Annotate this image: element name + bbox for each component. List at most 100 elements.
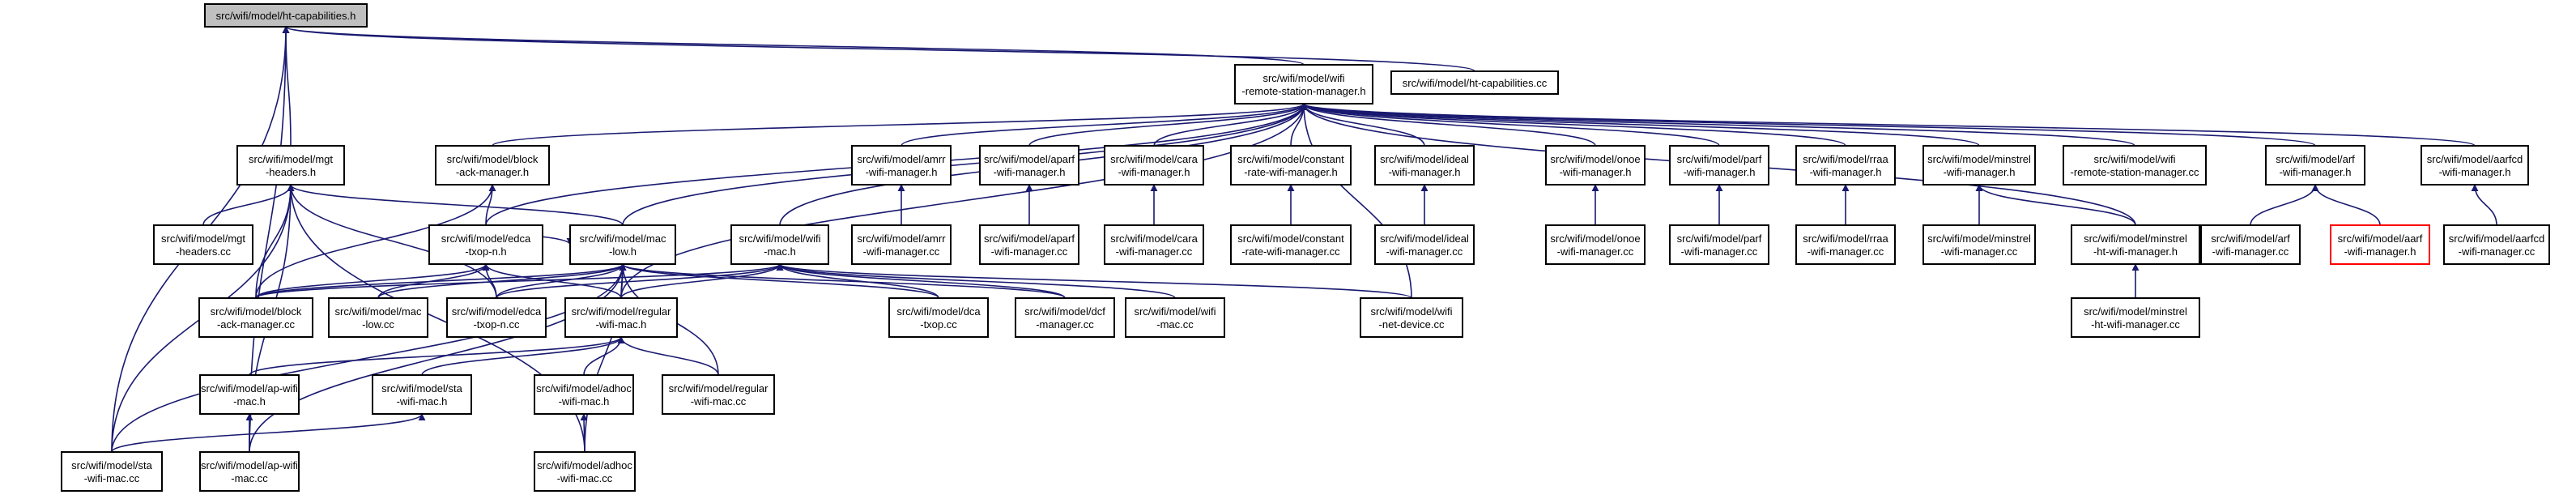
node-mac-low-h[interactable]: src/wifi/model/mac-low.h	[569, 224, 676, 265]
node-label-line: -remote-station-manager.cc	[2071, 166, 2199, 178]
node-label-line: -wifi-manager.cc	[2459, 245, 2536, 258]
node-label-line: src/wifi/model/ht-capabilities.cc	[1403, 77, 1548, 89]
node-label-line: -txop-n.cc	[473, 318, 520, 331]
node-block-ack-cc[interactable]: src/wifi/model/block-ack-manager.cc	[198, 297, 313, 338]
dependency-edge-ht_cap_cc-to-ht_cap_h	[282, 26, 1475, 72]
node-label-line: src/wifi/model/aarfcd	[2427, 153, 2523, 165]
node-mgt-cc[interactable]: src/wifi/model/mgt-headers.cc	[153, 224, 253, 265]
node-onoe-h[interactable]: src/wifi/model/onoe-wifi-manager.h	[1545, 145, 1646, 186]
node-label-line: src/wifi/model/wifi	[1134, 305, 1216, 318]
node-rsm-cc[interactable]: src/wifi/model/wifi-remote-station-manag…	[2063, 145, 2207, 186]
node-onoe-cc[interactable]: src/wifi/model/onoe-wifi-manager.cc	[1545, 224, 1646, 265]
node-label-line: src/wifi/model/dca	[896, 305, 981, 318]
node-label-line: src/wifi/model/aarfcd	[2449, 232, 2544, 245]
node-box	[2265, 145, 2365, 186]
node-aparf-cc[interactable]: src/wifi/model/aparf-wifi-manager.cc	[979, 224, 1079, 265]
dependency-edge-mac_low_h-to-mgt_h	[287, 184, 624, 226]
node-label-line: -wifi-manager.cc	[1557, 245, 1634, 258]
node-sta-cc[interactable]: src/wifi/model/sta-wifi-mac.cc	[61, 451, 163, 492]
node-constant-h[interactable]: src/wifi/model/constant-rate-wifi-manage…	[1230, 145, 1352, 186]
node-regular-cc[interactable]: src/wifi/model/regular-wifi-mac.cc	[662, 374, 775, 415]
node-label-line: src/wifi/model/dcf	[1024, 305, 1105, 318]
node-label-line: src/wifi/model/edca	[452, 305, 542, 318]
dependency-edge-wifi_mac_cc-to-wifi_mac_h	[776, 263, 1176, 299]
node-box	[979, 224, 1079, 265]
node-ideal-cc[interactable]: src/wifi/model/ideal-wifi-manager.cc	[1374, 224, 1475, 265]
node-ap-cc[interactable]: src/wifi/model/ap-wifi-mac.cc	[199, 451, 300, 492]
node-box	[888, 297, 989, 338]
node-adhoc-cc[interactable]: src/wifi/model/adhoc-wifi-mac.cc	[534, 451, 636, 492]
node-cara-h[interactable]: src/wifi/model/cara-wifi-manager.h	[1104, 145, 1204, 186]
node-box	[1545, 224, 1646, 265]
node-label-line: -wifi-mac.h	[596, 318, 647, 331]
node-label-line: src/wifi/model/amrr	[857, 232, 946, 245]
node-regular-h[interactable]: src/wifi/model/regular-wifi-mac.h	[564, 297, 678, 338]
node-box	[204, 3, 368, 28]
node-amrr-h[interactable]: src/wifi/model/amrr-wifi-manager.h	[851, 145, 952, 186]
node-label-line: src/wifi/model/aparf	[984, 232, 1075, 245]
node-label-line: -wifi-manager.h	[1684, 166, 1756, 178]
node-label-line: src/wifi/model/wifi	[1262, 72, 1344, 84]
node-parf-cc[interactable]: src/wifi/model/parf-wifi-manager.cc	[1669, 224, 1769, 265]
node-mac-low-cc[interactable]: src/wifi/model/mac-low.cc	[328, 297, 428, 338]
node-wifi-mac-cc[interactable]: src/wifi/model/wifi-mac.cc	[1125, 297, 1225, 338]
node-label-line: src/wifi/model/wifi	[1370, 305, 1452, 318]
node-label-line: src/wifi/model/minstrel	[1927, 153, 2031, 165]
node-box	[569, 224, 676, 265]
dependency-edge-minstrel_h-to-rsm_h	[1300, 103, 1980, 147]
node-net-device-cc[interactable]: src/wifi/model/wifi-net-device.cc	[1360, 297, 1463, 338]
node-minstrel-ht-h[interactable]: src/wifi/model/minstrel-ht-wifi-manager.…	[2071, 224, 2200, 265]
node-aarfcd-cc[interactable]: src/wifi/model/aarfcd-wifi-manager.cc	[2443, 224, 2550, 265]
node-rsm-h[interactable]: src/wifi/model/wifi-remote-station-manag…	[1234, 64, 1373, 104]
node-edca-h[interactable]: src/wifi/model/edca-txop-n.h	[428, 224, 543, 265]
dependency-edge-ideal_h-to-rsm_h	[1300, 103, 1425, 147]
node-box	[2071, 297, 2200, 338]
node-box	[730, 224, 829, 265]
node-block-ack-h[interactable]: src/wifi/model/block-ack-manager.h	[435, 145, 550, 186]
node-rraa-cc[interactable]: src/wifi/model/rraa-wifi-manager.cc	[1795, 224, 1896, 265]
node-aarfcd-h[interactable]: src/wifi/model/aarfcd-wifi-manager.h	[2421, 145, 2529, 186]
node-wifi-mac-h[interactable]: src/wifi/model/wifi-mac.h	[730, 224, 829, 265]
node-sta-h[interactable]: src/wifi/model/sta-wifi-mac.h	[372, 374, 472, 415]
node-ap-h[interactable]: src/wifi/model/ap-wifi-mac.h	[199, 374, 300, 415]
node-ht-cap-cc[interactable]: src/wifi/model/ht-capabilities.cc	[1390, 70, 1559, 95]
dependency-edge-aarf_h-to-arf_h	[2311, 184, 2381, 226]
node-arf-h[interactable]: src/wifi/model/arf-wifi-manager.h	[2265, 145, 2365, 186]
dependency-edge-sta_cc-to-mac_low_h	[111, 263, 627, 453]
node-box	[2200, 224, 2301, 265]
node-label-line: -wifi-mac.h	[397, 395, 448, 407]
node-aparf-h[interactable]: src/wifi/model/aparf-wifi-manager.h	[979, 145, 1079, 186]
node-rraa-h[interactable]: src/wifi/model/rraa-wifi-manager.h	[1795, 145, 1896, 186]
node-arf-cc[interactable]: src/wifi/model/arf-wifi-manager.cc	[2200, 224, 2301, 265]
node-minstrel-cc[interactable]: src/wifi/model/minstrel-wifi-manager.cc	[1922, 224, 2036, 265]
node-label-line: src/wifi/model/rraa	[1803, 232, 1888, 245]
node-aarf-h[interactable]: src/wifi/model/aarf-wifi-manager.h	[2330, 224, 2430, 265]
dependency-edge-rraa_h-to-rsm_h	[1300, 103, 1846, 147]
node-ideal-h[interactable]: src/wifi/model/ideal-wifi-manager.h	[1374, 145, 1475, 186]
node-label-line: src/wifi/model/arf	[2276, 153, 2355, 165]
node-label-line: src/wifi/model/aarf	[2338, 232, 2423, 245]
node-cara-cc[interactable]: src/wifi/model/cara-wifi-manager.cc	[1104, 224, 1204, 265]
nodes-layer: src/wifi/model/ht-capabilities.hsrc/wifi…	[61, 3, 2550, 492]
node-label-line: -mac.cc	[1156, 318, 1194, 331]
node-constant-cc[interactable]: src/wifi/model/constant-rate-wifi-manage…	[1230, 224, 1352, 265]
node-dca-cc[interactable]: src/wifi/model/dca-txop.cc	[888, 297, 989, 338]
node-edca-cc[interactable]: src/wifi/model/edca-txop-n.cc	[446, 297, 547, 338]
node-dcf-cc[interactable]: src/wifi/model/dcf-manager.cc	[1015, 297, 1115, 338]
node-label-line: src/wifi/model/mac	[335, 305, 422, 318]
node-amrr-cc[interactable]: src/wifi/model/amrr-wifi-manager.cc	[851, 224, 952, 265]
node-mgt-h[interactable]: src/wifi/model/mgt-headers.h	[236, 145, 345, 186]
dependency-edge-cara_h-to-rsm_h	[1153, 103, 1308, 147]
node-parf-h[interactable]: src/wifi/model/parf-wifi-manager.h	[1669, 145, 1769, 186]
dependency-edge-mgt_cc-to-mgt_h	[202, 184, 295, 226]
node-label-line: src/wifi/model/adhoc	[536, 382, 632, 395]
node-label-line: src/wifi/model/wifi	[739, 232, 820, 245]
node-label-line: src/wifi/model/arf	[2211, 232, 2290, 245]
node-box	[1360, 297, 1463, 338]
dependency-edge-dca_cc-to-wifi_mac_h	[776, 263, 939, 299]
node-box	[153, 224, 253, 265]
node-minstrel-ht-cc[interactable]: src/wifi/model/minstrel-ht-wifi-manager.…	[2071, 297, 2200, 338]
node-adhoc-h[interactable]: src/wifi/model/adhoc-wifi-mac.h	[534, 374, 634, 415]
node-minstrel-h[interactable]: src/wifi/model/minstrel-wifi-manager.h	[1922, 145, 2036, 186]
node-label-line: src/wifi/model/ideal	[1380, 153, 1469, 165]
